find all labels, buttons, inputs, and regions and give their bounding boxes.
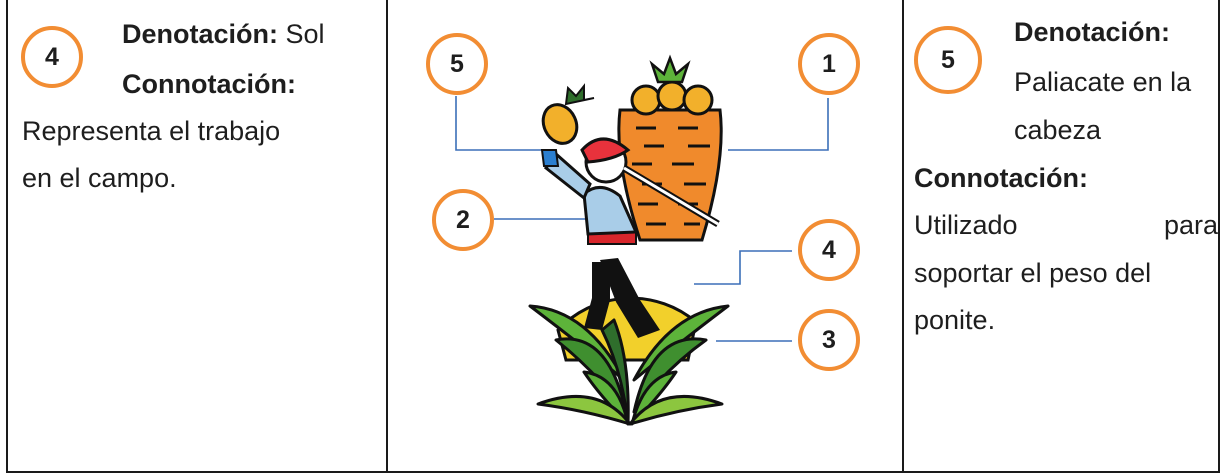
leader-line-4: [694, 251, 792, 284]
denotacion-value: Sol: [286, 19, 325, 49]
badge-number: 4: [45, 43, 59, 72]
marker-number: 2: [456, 206, 470, 235]
marker-5: 5: [426, 33, 488, 95]
marker-1: 1: [798, 33, 860, 95]
number-badge-left: 4: [21, 26, 83, 88]
leader-line-5: [456, 96, 548, 150]
connotacion-label: Connotación:: [122, 64, 296, 104]
marker-number: 3: [822, 326, 836, 355]
marker-number: 5: [450, 50, 464, 79]
marker-2: 2: [432, 189, 494, 251]
denotacion-line: Denotación: Sol: [122, 14, 325, 54]
semiotic-table: 4 Denotación: Sol Connotación: Represent…: [6, 0, 1220, 473]
leader-line-1: [728, 98, 828, 150]
illustration-cell: 5 1 2 4 3: [388, 0, 904, 471]
body-line: en el campo.: [22, 158, 177, 198]
marker-4: 4: [798, 219, 860, 281]
body-line: ponite.: [914, 300, 995, 340]
denotacion-label: Denotación:: [122, 19, 278, 49]
right-cell: 5 Denotación: Paliacate en la cabeza Con…: [904, 0, 1218, 471]
denotacion-value: Paliacate en la: [1014, 62, 1191, 102]
marker-3: 3: [798, 309, 860, 371]
body-word: para: [1164, 205, 1218, 245]
body-line: soportar el peso del: [914, 253, 1151, 293]
badge-number: 5: [941, 46, 955, 75]
marker-number: 1: [822, 50, 836, 79]
left-cell: 4 Denotación: Sol Connotación: Represent…: [8, 0, 388, 471]
body-line: Utilizado para: [914, 205, 1218, 245]
body-line: Representa el trabajo: [22, 111, 280, 151]
number-badge-right: 5: [914, 26, 982, 94]
connotacion-label: Connotación:: [914, 158, 1088, 198]
denotacion-value: cabeza: [1014, 110, 1101, 150]
held-pineapple: [537, 86, 594, 149]
denotacion-label: Denotación:: [1014, 12, 1170, 52]
marker-number: 4: [822, 236, 836, 265]
body-word: Utilizado: [914, 205, 1018, 245]
